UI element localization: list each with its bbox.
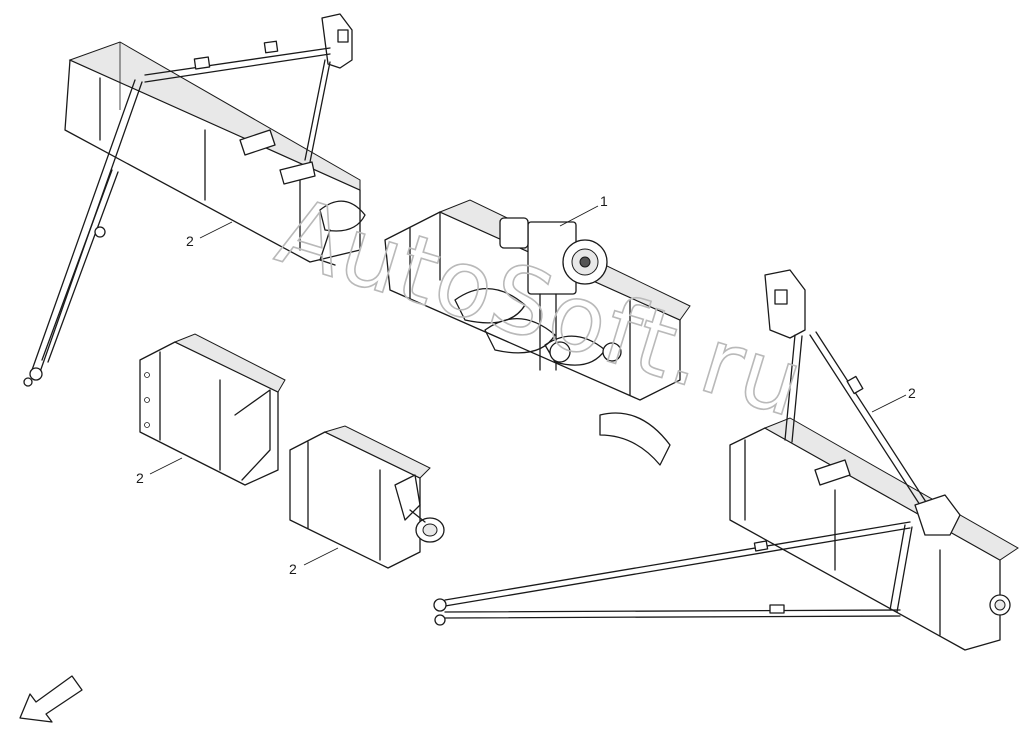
arrow-down-left-icon: [19, 675, 83, 723]
right-upper-link: [764, 269, 961, 536]
callout-2-section-a-label: 2: [136, 470, 144, 486]
left-lower-link: [23, 79, 143, 387]
callout-2-right-housing-label: 2: [908, 385, 916, 401]
watermark-text: AutoSoft.ru: [266, 177, 816, 438]
right-lower-links: [433, 521, 913, 626]
callout-1-label: 1: [600, 193, 608, 209]
left-upper-link: [144, 13, 353, 163]
callout-2-right-housing: 2: [871, 385, 916, 413]
housing-section-a: [139, 333, 286, 486]
callout-2-left-housing: 2: [186, 221, 233, 249]
left-auger-housing: [64, 41, 366, 266]
callout-2-left-housing-label: 2: [186, 233, 194, 249]
callout-2-section-a: 2: [136, 457, 183, 486]
gearbox: [499, 217, 622, 371]
housing-section-b: [289, 425, 445, 569]
callout-2-section-b-label: 2: [289, 561, 297, 577]
callout-1: 1: [559, 193, 608, 227]
callout-2-section-b: 2: [289, 547, 339, 577]
